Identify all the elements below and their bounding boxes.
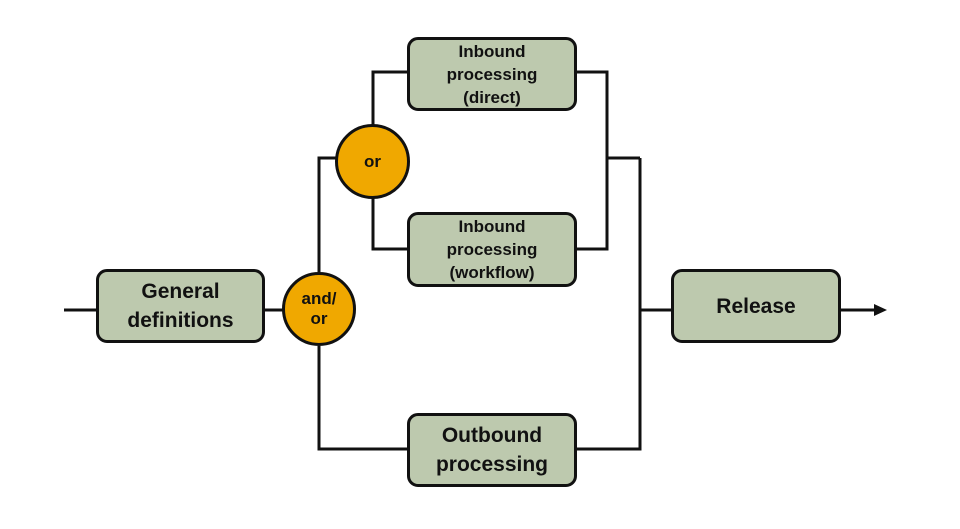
gate-and-or: and/ or [282,272,356,346]
node-outbound-processing: Outbound processing [407,413,577,487]
gate-or: or [335,124,410,199]
arrowhead-icon [874,304,887,316]
node-inbound-workflow: Inbound processing (workflow) [407,212,577,287]
node-release: Release [671,269,841,343]
node-label: Outbound processing [435,424,549,476]
edge-andor-outbound [317,346,408,451]
node-label: Inbound processing (direct) [446,41,538,107]
node-label: Release [716,294,796,318]
edge-andor-or [317,156,336,272]
edge-outbound-merge [576,158,642,451]
edge-or-inbound-workflow [371,198,408,251]
gate-label: or [364,151,381,171]
node-inbound-direct: Inbound processing (direct) [407,37,577,111]
node-label: Inbound processing (workflow) [446,217,538,282]
edge-or-inbound-direct [371,70,408,125]
node-general-definitions: General definitions [96,269,265,343]
gate-label: and/ or [301,289,337,328]
edge-inbound-direct-merge [576,70,609,251]
node-label: General definitions [127,280,234,332]
